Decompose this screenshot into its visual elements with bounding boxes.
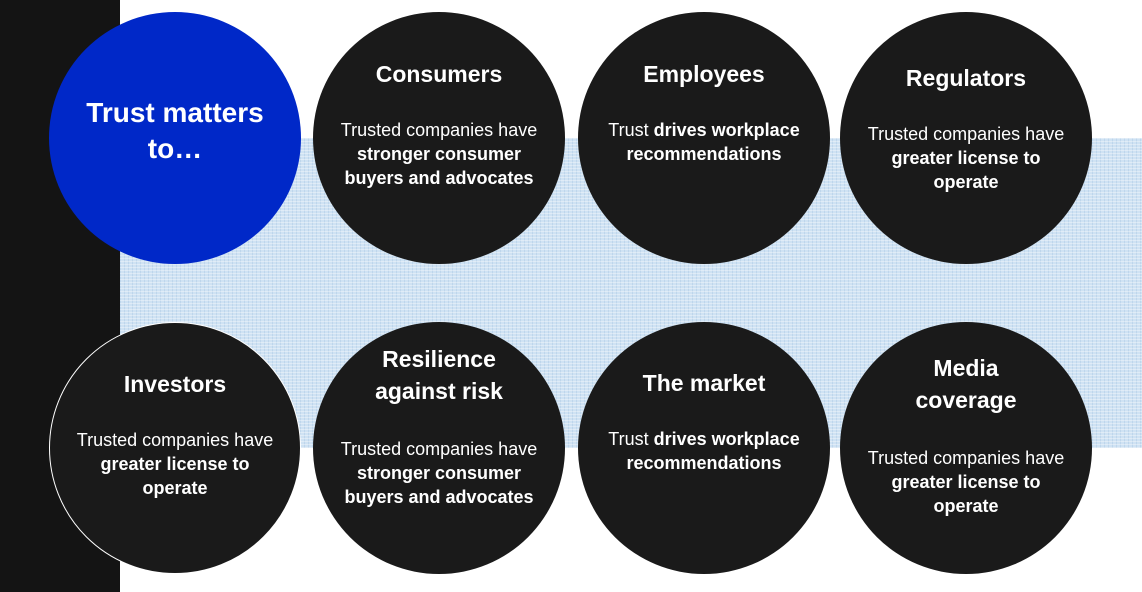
description-emphasis: drives workplace recommendations — [626, 120, 800, 164]
description-lead: Trust — [608, 120, 654, 140]
resilience-against-risk-circle: Resilience against risk Trusted companie… — [313, 322, 565, 574]
description-emphasis: greater license to operate — [891, 472, 1041, 516]
consumers-circle: Consumers Trusted companies have stronge… — [313, 12, 565, 264]
regulators-circle: Regulators Trusted companies have greate… — [840, 12, 1092, 264]
description-lead: Trusted companies have — [340, 439, 538, 459]
description-lead: Trusted companies have — [76, 430, 274, 450]
description-emphasis: drives workplace recommendations — [626, 429, 800, 473]
employees-circle: Employees Trust drives workplace recomme… — [578, 12, 830, 264]
circle-title: Regulators — [905, 65, 1027, 91]
description-lead: Trusted companies have — [867, 124, 1065, 144]
circle-description: Trusted companies have stronger consumer… — [339, 437, 539, 509]
circle-title: Media coverage — [915, 355, 1017, 413]
circle-title: Resilience against risk — [375, 346, 503, 404]
circle-description: Trusted companies have greater license t… — [866, 122, 1066, 194]
circle-title: Investors — [123, 371, 227, 397]
circle-description: Trusted companies have stronger consumer… — [339, 118, 539, 190]
circle-description: Trust drives workplace recommendations — [604, 118, 804, 166]
description-emphasis: greater license to operate — [891, 148, 1041, 192]
circle-description: Trusted companies have greater license t… — [75, 428, 275, 500]
description-emphasis: stronger consumer buyers and advocates — [344, 463, 534, 507]
investors-circle: Investors Trusted companies have greater… — [49, 322, 301, 574]
the-market-circle: The market Trust drives workplace recomm… — [578, 322, 830, 574]
trust-matters-circle: Trust matters to… — [49, 12, 301, 264]
media-coverage-circle: Media coverage Trusted companies have gr… — [840, 322, 1092, 574]
circle-description: Trusted companies have greater license t… — [866, 446, 1066, 518]
description-emphasis: stronger consumer buyers and advocates — [344, 144, 534, 188]
description-lead: Trust — [608, 429, 654, 449]
circle-title: The market — [642, 370, 766, 396]
description-lead: Trusted companies have — [340, 120, 538, 140]
description-emphasis: greater license to operate — [100, 454, 250, 498]
hero-title: Trust matters to… — [86, 97, 264, 164]
circle-description: Trust drives workplace recommendations — [604, 427, 804, 475]
circle-title: Employees — [643, 61, 765, 87]
circle-title: Consumers — [375, 61, 503, 87]
description-lead: Trusted companies have — [867, 448, 1065, 468]
